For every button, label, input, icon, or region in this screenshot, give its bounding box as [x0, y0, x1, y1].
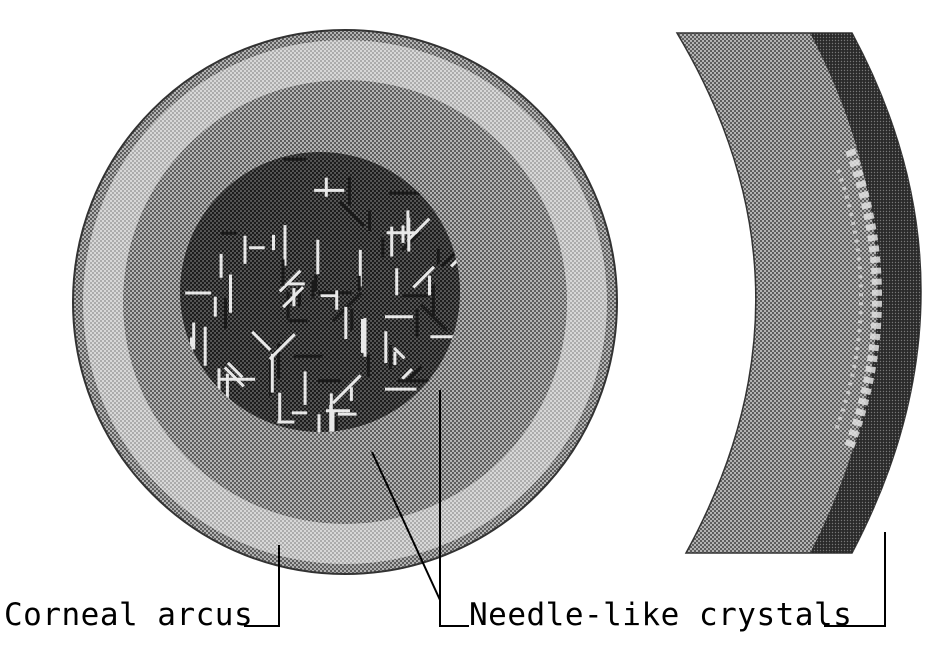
cornea-front-view — [73, 30, 617, 574]
needle-crystals-label: Needle-like crystals — [469, 600, 852, 631]
corneal-arcus-label: Corneal arcus — [4, 600, 253, 631]
